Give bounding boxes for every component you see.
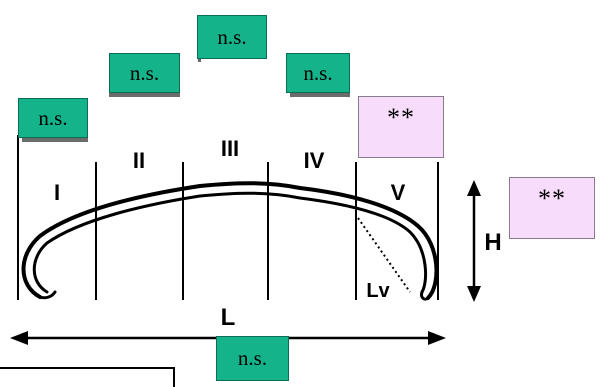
height-label: H xyxy=(484,229,501,256)
significance-seg1: n.s. xyxy=(18,98,88,138)
significance-seg5: ** xyxy=(358,96,444,158)
segment-label-ii: II xyxy=(133,148,145,173)
significance-length: n.s. xyxy=(216,336,289,381)
significance-height: ** xyxy=(509,177,595,239)
segment-label-i: I xyxy=(54,180,60,205)
box-shadow xyxy=(109,92,180,97)
significance-seg4: n.s. xyxy=(286,53,350,93)
lv-dotted-line xyxy=(357,217,411,293)
segment-label-iv: IV xyxy=(304,148,325,173)
height-arrow xyxy=(467,180,481,302)
specimen-outline xyxy=(21,181,439,301)
length-label: L xyxy=(221,304,236,331)
significance-seg2: n.s. xyxy=(109,53,180,93)
box-shadow xyxy=(198,58,201,62)
box-shadow xyxy=(22,137,88,142)
lv-label: Lv xyxy=(366,280,390,302)
segment-label-iii: III xyxy=(221,136,239,161)
box-shadow xyxy=(290,92,350,97)
segment-dividers xyxy=(17,135,439,300)
significance-seg3: n.s. xyxy=(197,15,267,59)
partial-frame xyxy=(0,367,175,387)
segment-label-v: V xyxy=(391,180,406,205)
